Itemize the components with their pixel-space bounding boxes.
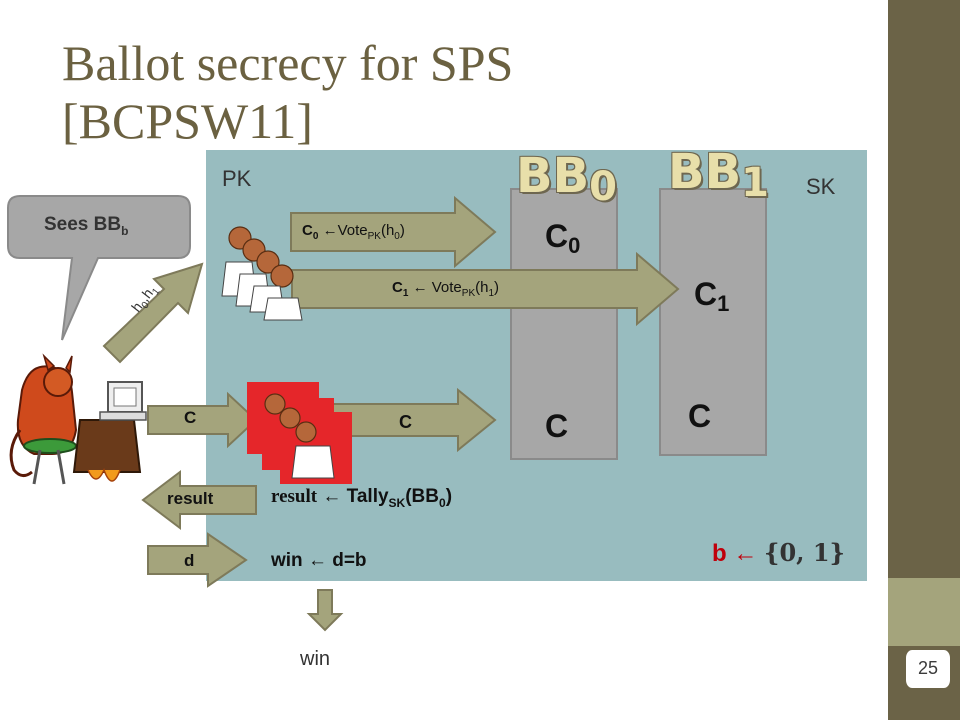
tally-close: ) (445, 486, 453, 507)
title-line-2: [BCPSW11] (62, 93, 313, 149)
title-line-1: Ballot secrecy for SPS (62, 35, 514, 91)
result-label: result (167, 489, 214, 508)
sees-text: Sees BB (44, 214, 122, 235)
win-equation: win ← d=b (271, 550, 367, 571)
sk-label: SK (806, 174, 836, 199)
c0-sub: 0 (568, 233, 581, 258)
sees-label: Sees BBb (44, 214, 128, 238)
slide-title: Ballot secrecy for SPS [BCPSW11] (62, 34, 862, 150)
b-selection: b ← {0, 1} (712, 538, 845, 568)
bb0-sub: 0 (589, 164, 618, 210)
d-label: d (184, 551, 195, 570)
a1-arg: (h (475, 279, 489, 296)
a1-close: ) (494, 279, 500, 296)
bulletin-board-1 (659, 188, 767, 456)
tally-arrow: ← Tally (317, 486, 389, 507)
page-number: 25 (917, 658, 939, 678)
a1-c: C (392, 279, 403, 296)
tally-equation: result ← TallySK(BB0) (271, 486, 452, 510)
c0-base: C (545, 218, 569, 254)
pk-label: PK (222, 166, 252, 191)
bb0-base: BB (516, 148, 590, 204)
result-arrow (141, 469, 257, 531)
ballot-c-bb1: C (688, 398, 712, 434)
right-decor-bar-accent (888, 578, 960, 646)
c1-base: C (694, 276, 718, 312)
b-arrow: ← (726, 540, 765, 567)
a0-pk: PK (367, 231, 381, 242)
a0-arg: (h (380, 222, 395, 239)
win-output: win (300, 648, 331, 670)
ballot-c1: C1 (694, 276, 729, 317)
adversary-c-label: C (184, 408, 197, 427)
d-arrow (147, 532, 248, 588)
tally-result: result (271, 486, 318, 507)
ballot-c0: C0 (545, 218, 580, 259)
vote-arrow-1 (291, 251, 680, 327)
win-arrow (306, 589, 344, 632)
a0-c: C (302, 222, 313, 239)
vote-arrow-0 (290, 195, 497, 269)
devil-adversary-icon (9, 353, 147, 485)
h-arrow (102, 262, 204, 364)
bulletin-board-0 (510, 188, 618, 460)
cast-arrow-label: C (399, 412, 412, 432)
bb0-title: BB0 (516, 148, 617, 210)
b-set: {0, 1} (764, 538, 845, 567)
bb1-title: BB1 (668, 144, 769, 206)
a0-hsub: 0 (394, 231, 400, 242)
tally-arg: (BB (405, 486, 439, 507)
a1-csub: 1 (402, 288, 409, 299)
a1-arrow: ← Vote (408, 279, 462, 296)
bb1-base: BB (668, 144, 742, 200)
page-number-bracket (904, 650, 952, 688)
vote-arrow-1-label: C1 ← VotePK(h1) (392, 279, 499, 299)
sees-sub: b (121, 223, 129, 238)
b-var: b (712, 540, 727, 567)
tally-sub: SK (388, 495, 406, 510)
vote-arrow-0-label: C0 ←VotePK(h0) (302, 222, 405, 242)
a0-close: ) (399, 222, 405, 239)
a1-pk: PK (461, 288, 476, 299)
voters-icon-top (221, 226, 303, 321)
a0-arrow: ←Vote (318, 222, 368, 239)
a0-csub: 0 (312, 231, 319, 242)
c1-sub: 1 (717, 291, 730, 316)
a1-hsub: 1 (488, 288, 495, 299)
speech-bubble (7, 195, 191, 341)
ballot-c-bb0: C (545, 408, 569, 444)
tally-argsub: 0 (439, 495, 446, 510)
adversary-c-arrow (147, 391, 258, 449)
bb1-sub: 1 (741, 160, 770, 206)
voters-icon-cast (247, 382, 352, 484)
